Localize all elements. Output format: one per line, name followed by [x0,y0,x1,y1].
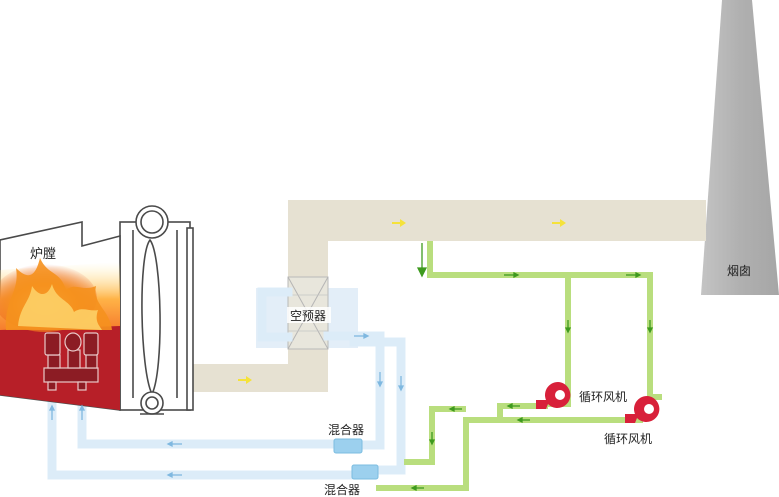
fan-1-label: 循环风机 [579,390,627,404]
circulation-fan-1: 循环风机 [536,382,627,409]
air-preheater-label: 空预器 [290,309,326,323]
furnace-label: 炉膛 [30,247,56,262]
mixer-1-label: 混合器 [328,422,364,437]
boiler-body [119,205,194,415]
recirculation-duct-network [376,241,662,491]
fan-2-label: 循环风机 [604,432,652,446]
burner-assembly [43,332,99,391]
mixer-2-label: 混合器 [324,482,360,497]
flame [0,258,113,332]
chimney: 烟囱 [701,0,779,295]
mixer-2: 混合器 [324,464,379,497]
mixer-1: 混合器 [328,422,364,454]
circulation-fan-2: 循环风机 [604,396,660,446]
furnace: 炉膛 [0,221,121,411]
air-arrows [48,332,405,479]
flue-gas-arrows [238,219,566,384]
recirculation-arrows [410,243,654,492]
chimney-label: 烟囱 [727,264,751,278]
